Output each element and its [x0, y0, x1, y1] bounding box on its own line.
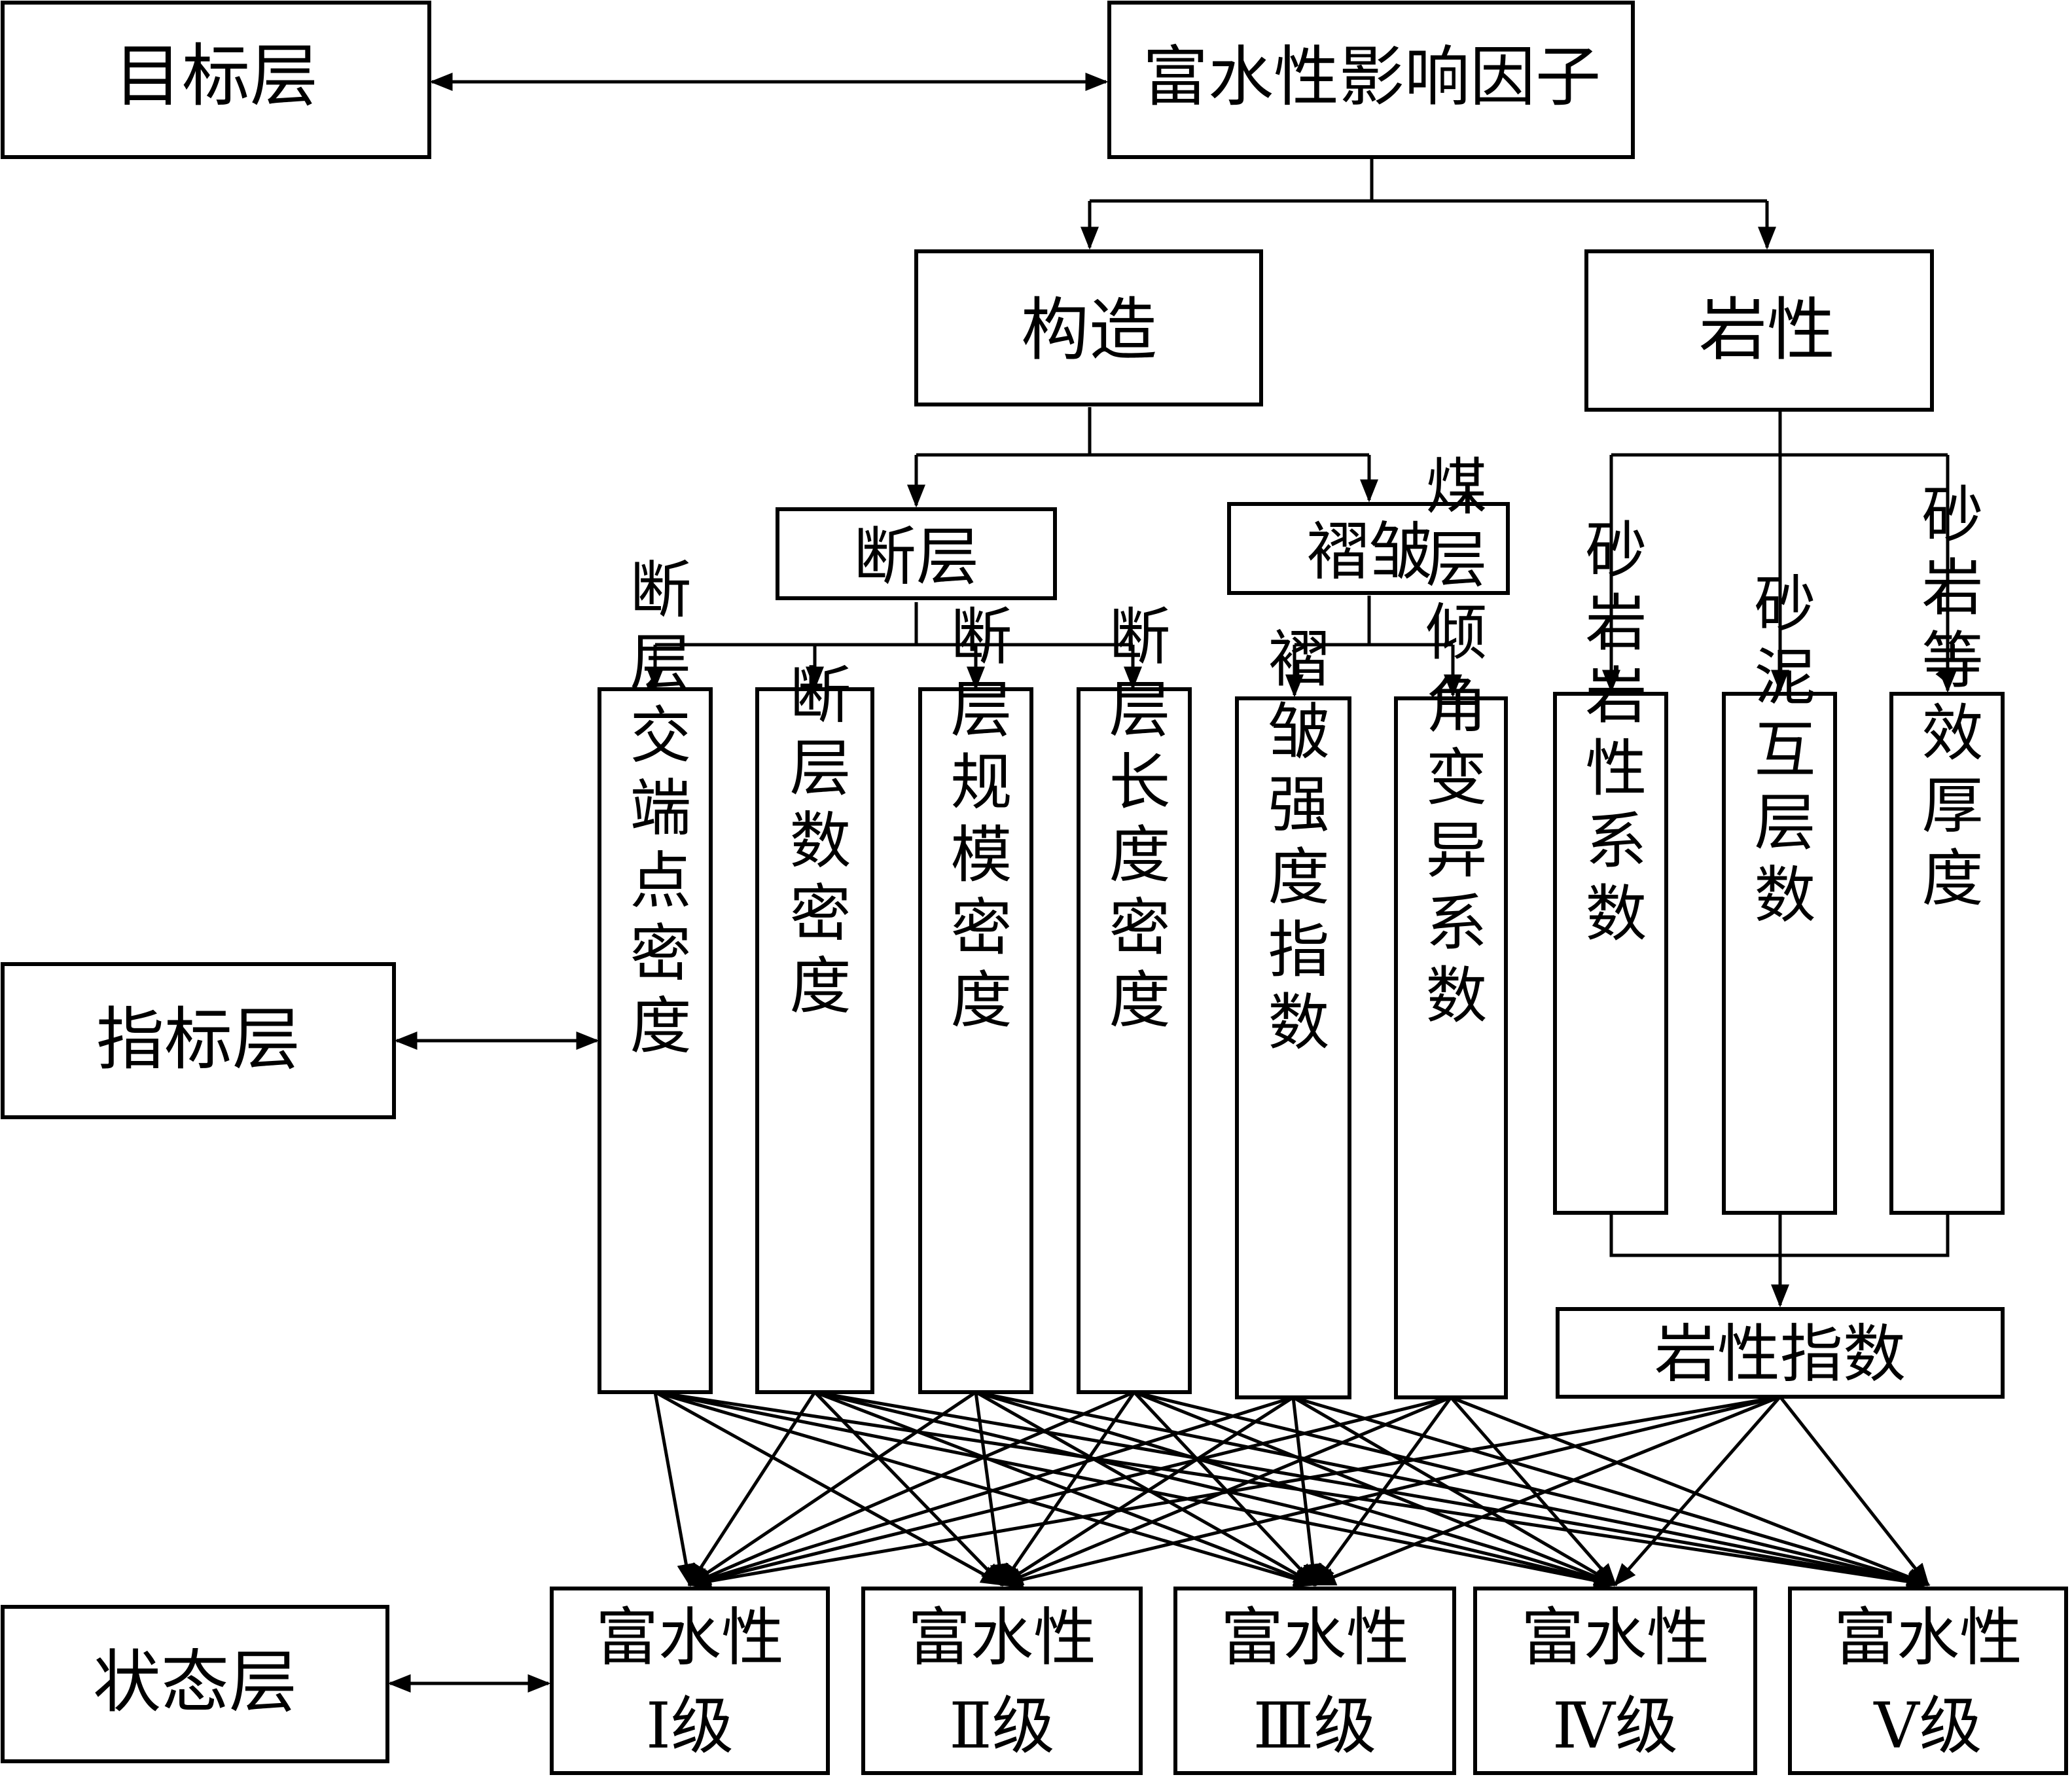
indicator-label: 断层长度密度: [1099, 604, 1170, 1040]
indicator-sandstone-equiv-thickness: 砂岩等效厚度: [1889, 482, 2005, 1215]
indicator-7-to-state-5-link: [1779, 1395, 1930, 1587]
layer-target-label: 目标层: [114, 36, 318, 116]
indicator-dip-variation-coef: 煤层倾角变异系数: [1394, 454, 1508, 1399]
indicator-label: 断层交端点密度: [620, 558, 691, 1066]
indicator-7-to-state-3-link: [1312, 1395, 1781, 1587]
state-level-2: 富水性 Ⅱ级: [861, 1587, 1143, 1775]
state-line2: Ⅲ级: [1253, 1689, 1377, 1763]
indicator-4-to-state-4-link: [1134, 1390, 1618, 1587]
indicator-label: 砂泥互层数: [1744, 572, 1815, 935]
lithology-index-label: 岩性指数: [1654, 1318, 1906, 1391]
indicator-fault-count-density: 断层数密度: [755, 663, 874, 1394]
state-line1: 富水性: [908, 1601, 1096, 1674]
structure-node: 构造: [914, 249, 1263, 406]
indicator-4-to-state-1-link: [687, 1390, 1135, 1587]
lithology-merge-left: [1609, 1213, 1780, 1257]
layer-target-node: 目标层: [1, 1, 431, 159]
indicator-5-to-state-2-link: [1000, 1395, 1295, 1587]
indicator-7-to-state-4-link: [1613, 1395, 1781, 1587]
root-label: 富水性影响因子: [1143, 39, 1601, 115]
indicator-label: 褶皱强度指数: [1258, 626, 1329, 1062]
indicator-label: 断层规模密度: [940, 604, 1012, 1040]
indicator-7-to-state-1-link: [687, 1395, 1781, 1590]
lithology-node: 岩性: [1584, 249, 1934, 412]
state-line2: Ⅴ级: [1873, 1689, 1982, 1763]
state-line1: 富水性: [1834, 1601, 2022, 1674]
state-line1: 富水性: [1521, 1601, 1709, 1674]
indicator-6-to-state-1-link: [687, 1395, 1452, 1589]
indicator-fault-scale-density: 断层规模密度: [918, 604, 1033, 1394]
indicator-to-state-links: [653, 1390, 1931, 1591]
indicator-5-to-state-4-link: [1292, 1395, 1618, 1587]
indicator-2-to-state-3-link: [814, 1390, 1317, 1587]
indicator-sand-mud-interlayers: 砂泥互层数: [1722, 572, 1837, 1215]
state-level-5: 富水性 Ⅴ级: [1788, 1587, 2068, 1775]
state-level-4: 富水性 Ⅳ级: [1473, 1587, 1757, 1775]
indicator-label: 煤层倾角变异系数: [1416, 454, 1487, 1035]
lithology-index-node: 岩性指数: [1556, 1307, 2005, 1399]
lithology-label: 岩性: [1699, 290, 1835, 370]
indicator-4-to-state-3-link: [1133, 1391, 1317, 1587]
indicator-5-to-state-5-link: [1293, 1395, 1931, 1588]
indicator-sandstone-coef: 砂岩岩性系数: [1553, 518, 1668, 1215]
indicator-fold-intensity-index: 褶皱强度指数: [1235, 626, 1351, 1399]
indicator-label: 砂岩等效厚度: [1912, 482, 1983, 918]
state-line2: Ⅳ级: [1552, 1689, 1678, 1763]
fold-node: 褶皱: [1227, 502, 1510, 595]
state-line2: Ⅰ级: [646, 1689, 734, 1763]
state-line1: 富水性: [596, 1601, 784, 1674]
indicator-1-to-state-3-link: [654, 1390, 1317, 1588]
indicator-5-to-state-1-link: [687, 1395, 1294, 1588]
layer-state-label: 状态层: [93, 1642, 297, 1722]
state-level-1: 富水性 Ⅰ级: [550, 1587, 830, 1775]
indicator-6-to-state-4-link: [1450, 1396, 1617, 1587]
indicator-3-to-state-2-link: [974, 1391, 1009, 1587]
layer-indicator-label: 指标层: [96, 999, 300, 1079]
indicator-1-to-state-4-link: [654, 1390, 1618, 1590]
indicator-fault-length-density: 断层长度密度: [1077, 604, 1192, 1394]
lithology-merge-right: [1780, 1213, 1950, 1257]
structure-label: 构造: [1021, 290, 1157, 370]
state-line1: 富水性: [1221, 1601, 1409, 1674]
root-node: 富水性影响因子: [1107, 1, 1635, 159]
indicator-6-to-state-5-link: [1450, 1395, 1931, 1587]
state-level-3: 富水性 Ⅲ级: [1173, 1587, 1456, 1775]
indicator-1-to-state-2-link: [654, 1390, 1005, 1587]
indicator-3-to-state-4-link: [975, 1390, 1618, 1588]
fold-label: 褶皱: [1306, 515, 1432, 588]
layer-indicator-node: 指标层: [1, 962, 396, 1119]
indicator-5-to-state-3-link: [1291, 1397, 1322, 1587]
indicator-7-to-state-2-link: [999, 1395, 1781, 1589]
indicator-1-to-state-1-link: [653, 1391, 696, 1587]
fault-node: 断层: [776, 507, 1057, 600]
indicator-3-to-state-1-link: [688, 1390, 977, 1587]
indicator-label: 断层数密度: [779, 663, 851, 1026]
state-line2: Ⅱ级: [949, 1689, 1054, 1763]
connectors: [387, 73, 1957, 1693]
layer-state-node: 状态层: [1, 1605, 389, 1763]
indicator-2-to-state-4-link: [814, 1390, 1618, 1589]
indicator-fault-endpoint-density: 断层交端点密度: [598, 558, 713, 1394]
indicator-2-to-state-1-link: [688, 1391, 817, 1587]
indicator-4-to-state-2-link: [1000, 1391, 1136, 1587]
fault-label: 断层: [853, 520, 979, 594]
indicator-3-to-state-3-link: [974, 1390, 1317, 1587]
indicator-label: 砂岩岩性系数: [1575, 518, 1647, 954]
